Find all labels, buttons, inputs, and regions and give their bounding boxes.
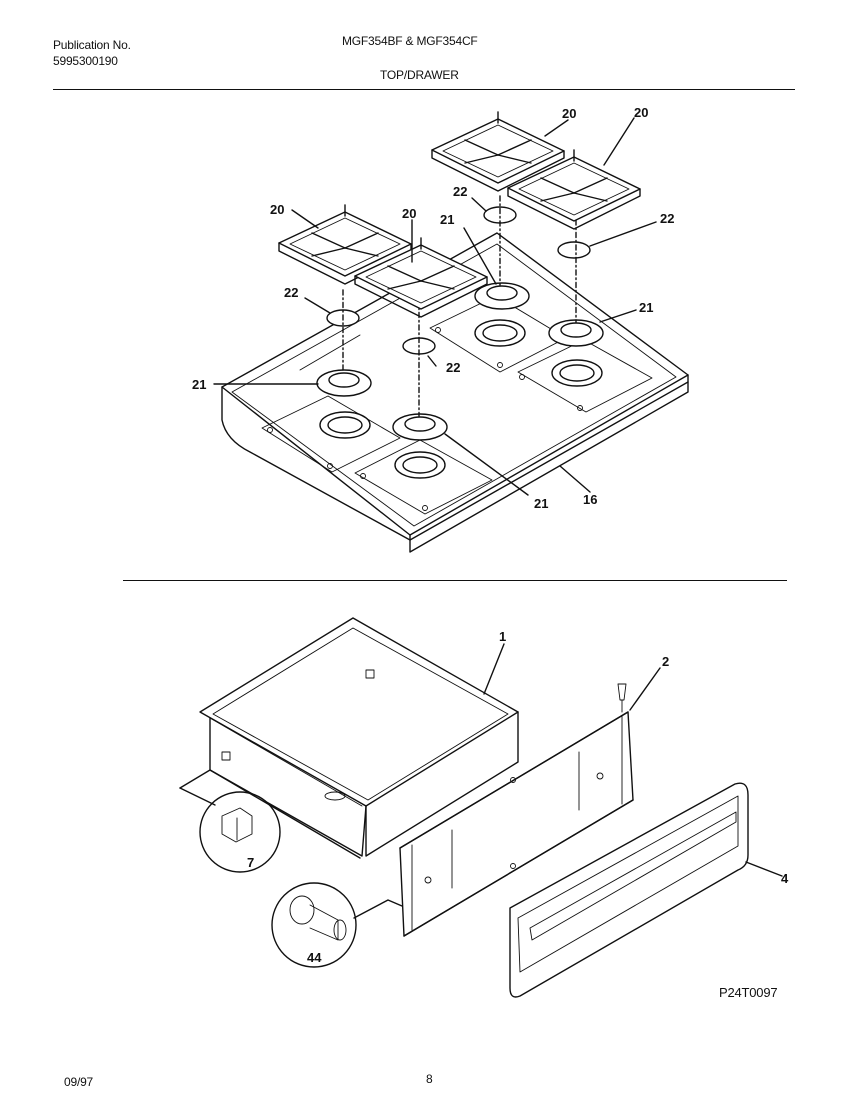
callout-head-c: 21	[639, 300, 653, 315]
callout-head-d: 21	[534, 496, 548, 511]
section-title: TOP/DRAWER	[380, 68, 459, 82]
drawer-panel-2	[399, 683, 634, 937]
callout-cap-d: 22	[660, 211, 674, 226]
header-rule	[53, 89, 795, 90]
burner-heads-21	[316, 282, 604, 441]
callout-head-a: 21	[192, 377, 206, 392]
callout-grate-d: 20	[634, 105, 648, 120]
callout-roller: 44	[307, 950, 322, 965]
publication-label: Publication No.	[53, 38, 131, 52]
callout-cap-a: 22	[284, 285, 298, 300]
callout-top: 16	[583, 492, 597, 507]
model-numbers: MGF354BF & MGF354CF	[342, 34, 478, 48]
cooktop-16	[221, 232, 689, 553]
callout-labels: 20 20 20 20 22 22 22 22 21 21 21 21 16 1…	[192, 105, 789, 965]
drawer-body-1	[199, 617, 519, 857]
publication-number: 5995300190	[53, 54, 118, 68]
callout-head-b: 21	[440, 212, 454, 227]
callout-cap-b: 22	[446, 360, 460, 375]
callout-grate-a: 20	[270, 202, 284, 217]
callout-grate-b: 20	[402, 206, 416, 221]
callout-bracket: 7	[247, 855, 254, 870]
page-number: 8	[426, 1072, 433, 1086]
detail-bracket-7	[179, 769, 361, 873]
figure-code: P24T0097	[719, 985, 778, 1000]
callout-cap-c: 22	[453, 184, 467, 199]
callout-drawer-body: 1	[499, 629, 506, 644]
callout-drawer-panel: 2	[662, 654, 669, 669]
grates-20	[278, 111, 641, 318]
footer-date: 09/97	[64, 1075, 94, 1089]
callout-grate-c: 20	[562, 106, 576, 121]
callout-drawer-front: 4	[781, 871, 789, 886]
leader-lines	[213, 117, 783, 877]
detail-roller-44	[271, 882, 403, 968]
assembly-centerlines	[342, 195, 577, 417]
drawer-front-4	[509, 782, 749, 998]
section-divider	[123, 580, 787, 581]
